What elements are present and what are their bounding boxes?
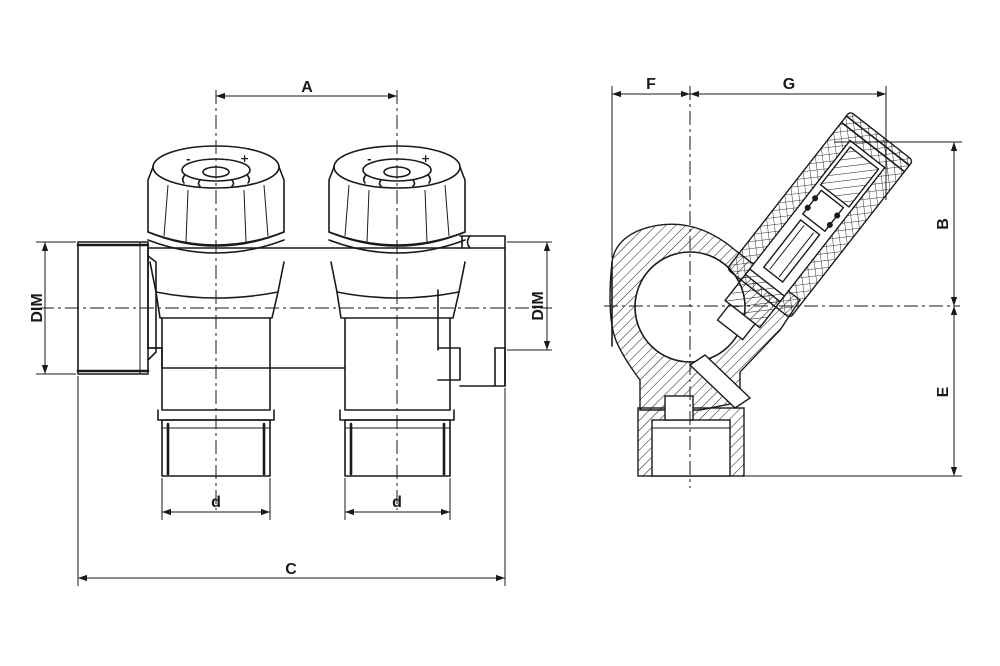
dimension-dim-left-label: DIM [29, 293, 46, 322]
dimension-e: E [744, 306, 962, 477]
dimension-a-label: A [301, 79, 313, 96]
dimension-f-label: F [646, 76, 656, 93]
dimension-b-label: B [935, 218, 952, 230]
dimension-dim-left: DIM [29, 241, 76, 375]
front-view: - + [29, 79, 552, 586]
dimension-e-label: E [935, 386, 952, 397]
right-female-port [459, 235, 506, 387]
knob-2-plus-symbol: + [421, 152, 430, 165]
dimension-dim-right-label: DIM [530, 291, 547, 320]
knob-2-minus-symbol: - [367, 153, 372, 166]
dimension-f: F [611, 76, 690, 258]
dimension-d-left-label: d [211, 494, 221, 511]
dimension-c: C [77, 376, 506, 586]
knob-1-minus-symbol: - [186, 153, 191, 166]
dimension-d-left: d [161, 478, 271, 520]
dimension-a: A [216, 79, 397, 100]
dimension-g: G [690, 76, 887, 200]
dimension-c-label: C [285, 561, 297, 578]
dimension-g-label: G [783, 76, 795, 93]
angled-cartridge [716, 112, 913, 341]
dimension-d-right: d [344, 478, 451, 520]
section-view: F G B E [604, 76, 962, 488]
manifold-body [147, 247, 461, 381]
dimension-b: B [834, 141, 962, 306]
dimension-dim-right: DIM [507, 241, 552, 351]
dimension-d-right-label: d [392, 494, 402, 511]
knob-1-plus-symbol: + [240, 152, 249, 165]
bottom-threaded-outlet [637, 395, 745, 477]
